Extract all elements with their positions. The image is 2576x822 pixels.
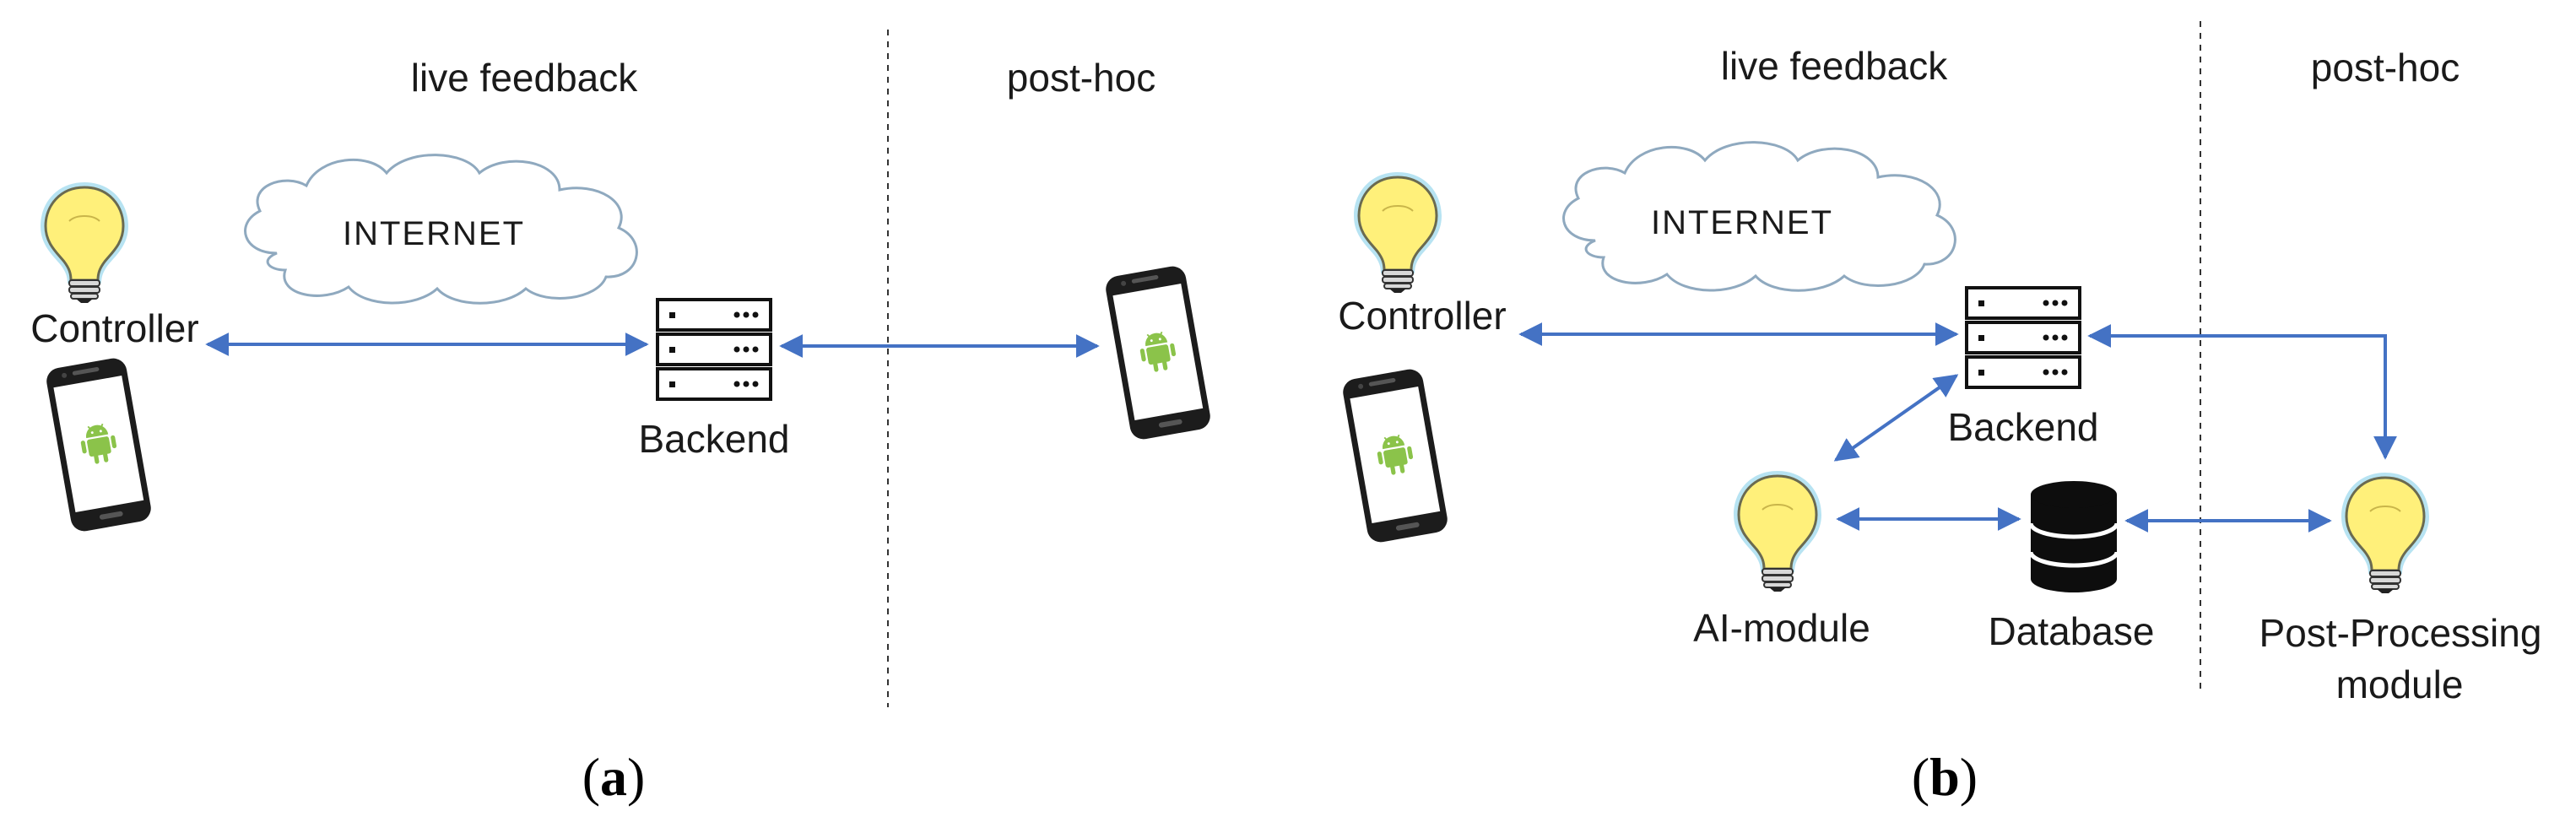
cloud-label-a: INTERNET xyxy=(343,215,525,252)
zone-label-live-a: live feedback xyxy=(411,56,638,100)
database-label: Database xyxy=(1989,609,2155,653)
arrow-backend-postproc xyxy=(2087,324,2397,460)
ai-module-label: AI-module xyxy=(1693,606,1870,650)
backend-label-b: Backend xyxy=(1947,405,2098,449)
arrow-backend-ai xyxy=(1833,374,1959,462)
controller-label-b: Controller xyxy=(1338,294,1506,338)
smartphone-icon xyxy=(1103,264,1213,441)
lightbulb-icon xyxy=(2340,471,2431,594)
server-icon xyxy=(656,298,772,401)
caption-a: (a) xyxy=(582,747,646,807)
postproc-label-line2: module xyxy=(2336,662,2464,706)
backend-label-a: Backend xyxy=(638,417,789,461)
lightbulb-icon xyxy=(39,181,130,304)
postproc-label-line1: Post-Processing xyxy=(2259,611,2542,655)
zone-label-posthoc-a: post-hoc xyxy=(1007,56,1155,100)
lightbulb-icon xyxy=(1732,469,1823,592)
panel-b: live feedback post-hoc INTERNET Controll… xyxy=(1338,21,2541,807)
server-icon xyxy=(1965,286,2081,389)
smartphone-icon xyxy=(1340,367,1450,544)
zone-label-posthoc-b: post-hoc xyxy=(2311,46,2460,89)
zone-label-live-b: live feedback xyxy=(1721,44,1948,88)
controller-label-a: Controller xyxy=(30,306,198,350)
smartphone-icon xyxy=(44,356,154,533)
panel-a: live feedback post-hoc INTERNET Controll… xyxy=(30,30,1213,807)
caption-b: (b) xyxy=(1912,747,1978,807)
lightbulb-icon xyxy=(1352,170,1443,294)
database-icon xyxy=(2031,481,2117,592)
cloud-label-b: INTERNET xyxy=(1651,204,1833,241)
